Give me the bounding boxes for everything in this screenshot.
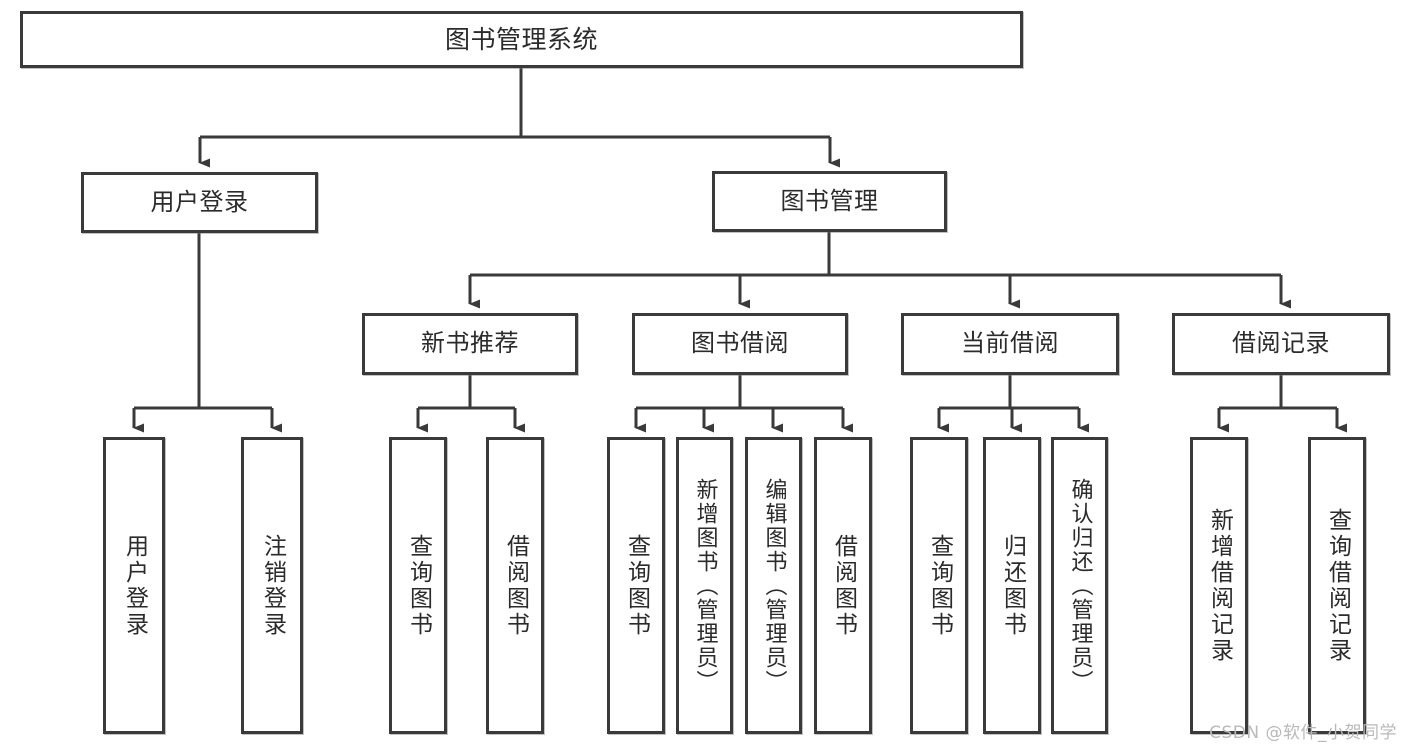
node-leaf-return-book-label: 归还图书 bbox=[999, 533, 1026, 638]
node-leaf-query-book-3[interactable]: 查询图书 bbox=[910, 437, 968, 734]
node-root-label: 图书管理系统 bbox=[444, 25, 598, 54]
watermark-text: CSDN @软件_小贺同学 bbox=[1209, 723, 1397, 743]
node-root[interactable]: 图书管理系统 bbox=[20, 11, 1023, 68]
node-leaf-borrow-book-2[interactable]: 借阅图书 bbox=[814, 437, 872, 734]
node-leaf-confirm-return-label: 确认归还（管理员） bbox=[1067, 477, 1093, 694]
node-leaf-query-book-1[interactable]: 查询图书 bbox=[389, 437, 447, 734]
node-leaf-edit-book[interactable]: 编辑图书（管理员） bbox=[745, 437, 802, 734]
node-leaf-query-book-1-label: 查询图书 bbox=[405, 533, 432, 638]
node-leaf-confirm-return[interactable]: 确认归还（管理员） bbox=[1051, 437, 1108, 734]
node-leaf-user-logout[interactable]: 注销登录 bbox=[241, 437, 303, 734]
node-leaf-add-book-label: 新增图书（管理员） bbox=[692, 477, 718, 694]
node-current-borrow-label: 当前借阅 bbox=[961, 329, 1059, 358]
node-leaf-borrow-book-2-label: 借阅图书 bbox=[830, 533, 857, 638]
node-borrow-record[interactable]: 借阅记录 bbox=[1172, 313, 1390, 375]
node-current-borrow[interactable]: 当前借阅 bbox=[901, 313, 1119, 375]
node-leaf-user-login[interactable]: 用户登录 bbox=[103, 437, 165, 734]
node-leaf-edit-book-label: 编辑图书（管理员） bbox=[761, 477, 787, 694]
node-leaf-query-book-2-label: 查询图书 bbox=[623, 533, 650, 638]
node-new-book-rec[interactable]: 新书推荐 bbox=[362, 313, 578, 375]
node-book-manage[interactable]: 图书管理 bbox=[712, 171, 947, 232]
node-leaf-query-record[interactable]: 查询借阅记录 bbox=[1308, 437, 1366, 734]
node-new-book-rec-label: 新书推荐 bbox=[421, 329, 519, 358]
node-user-login[interactable]: 用户登录 bbox=[81, 172, 318, 233]
node-leaf-borrow-book-1-label: 借阅图书 bbox=[502, 533, 529, 638]
node-leaf-add-record[interactable]: 新增借阅记录 bbox=[1190, 437, 1248, 734]
node-user-login-label: 用户登录 bbox=[150, 187, 249, 216]
node-leaf-borrow-book-1[interactable]: 借阅图书 bbox=[486, 437, 544, 734]
node-book-borrow[interactable]: 图书借阅 bbox=[632, 313, 848, 375]
node-book-manage-label: 图书管理 bbox=[780, 186, 879, 215]
node-leaf-add-book[interactable]: 新增图书（管理员） bbox=[676, 437, 733, 734]
node-leaf-user-logout-label: 注销登录 bbox=[259, 533, 286, 638]
node-leaf-query-record-label: 查询借阅记录 bbox=[1324, 507, 1351, 664]
node-book-borrow-label: 图书借阅 bbox=[691, 329, 789, 358]
node-borrow-record-label: 借阅记录 bbox=[1232, 329, 1330, 358]
node-leaf-user-login-label: 用户登录 bbox=[121, 533, 148, 638]
node-leaf-return-book[interactable]: 归还图书 bbox=[983, 437, 1041, 734]
node-leaf-query-book-3-label: 查询图书 bbox=[926, 533, 953, 638]
node-leaf-add-record-label: 新增借阅记录 bbox=[1206, 507, 1233, 664]
node-leaf-query-book-2[interactable]: 查询图书 bbox=[607, 437, 665, 734]
